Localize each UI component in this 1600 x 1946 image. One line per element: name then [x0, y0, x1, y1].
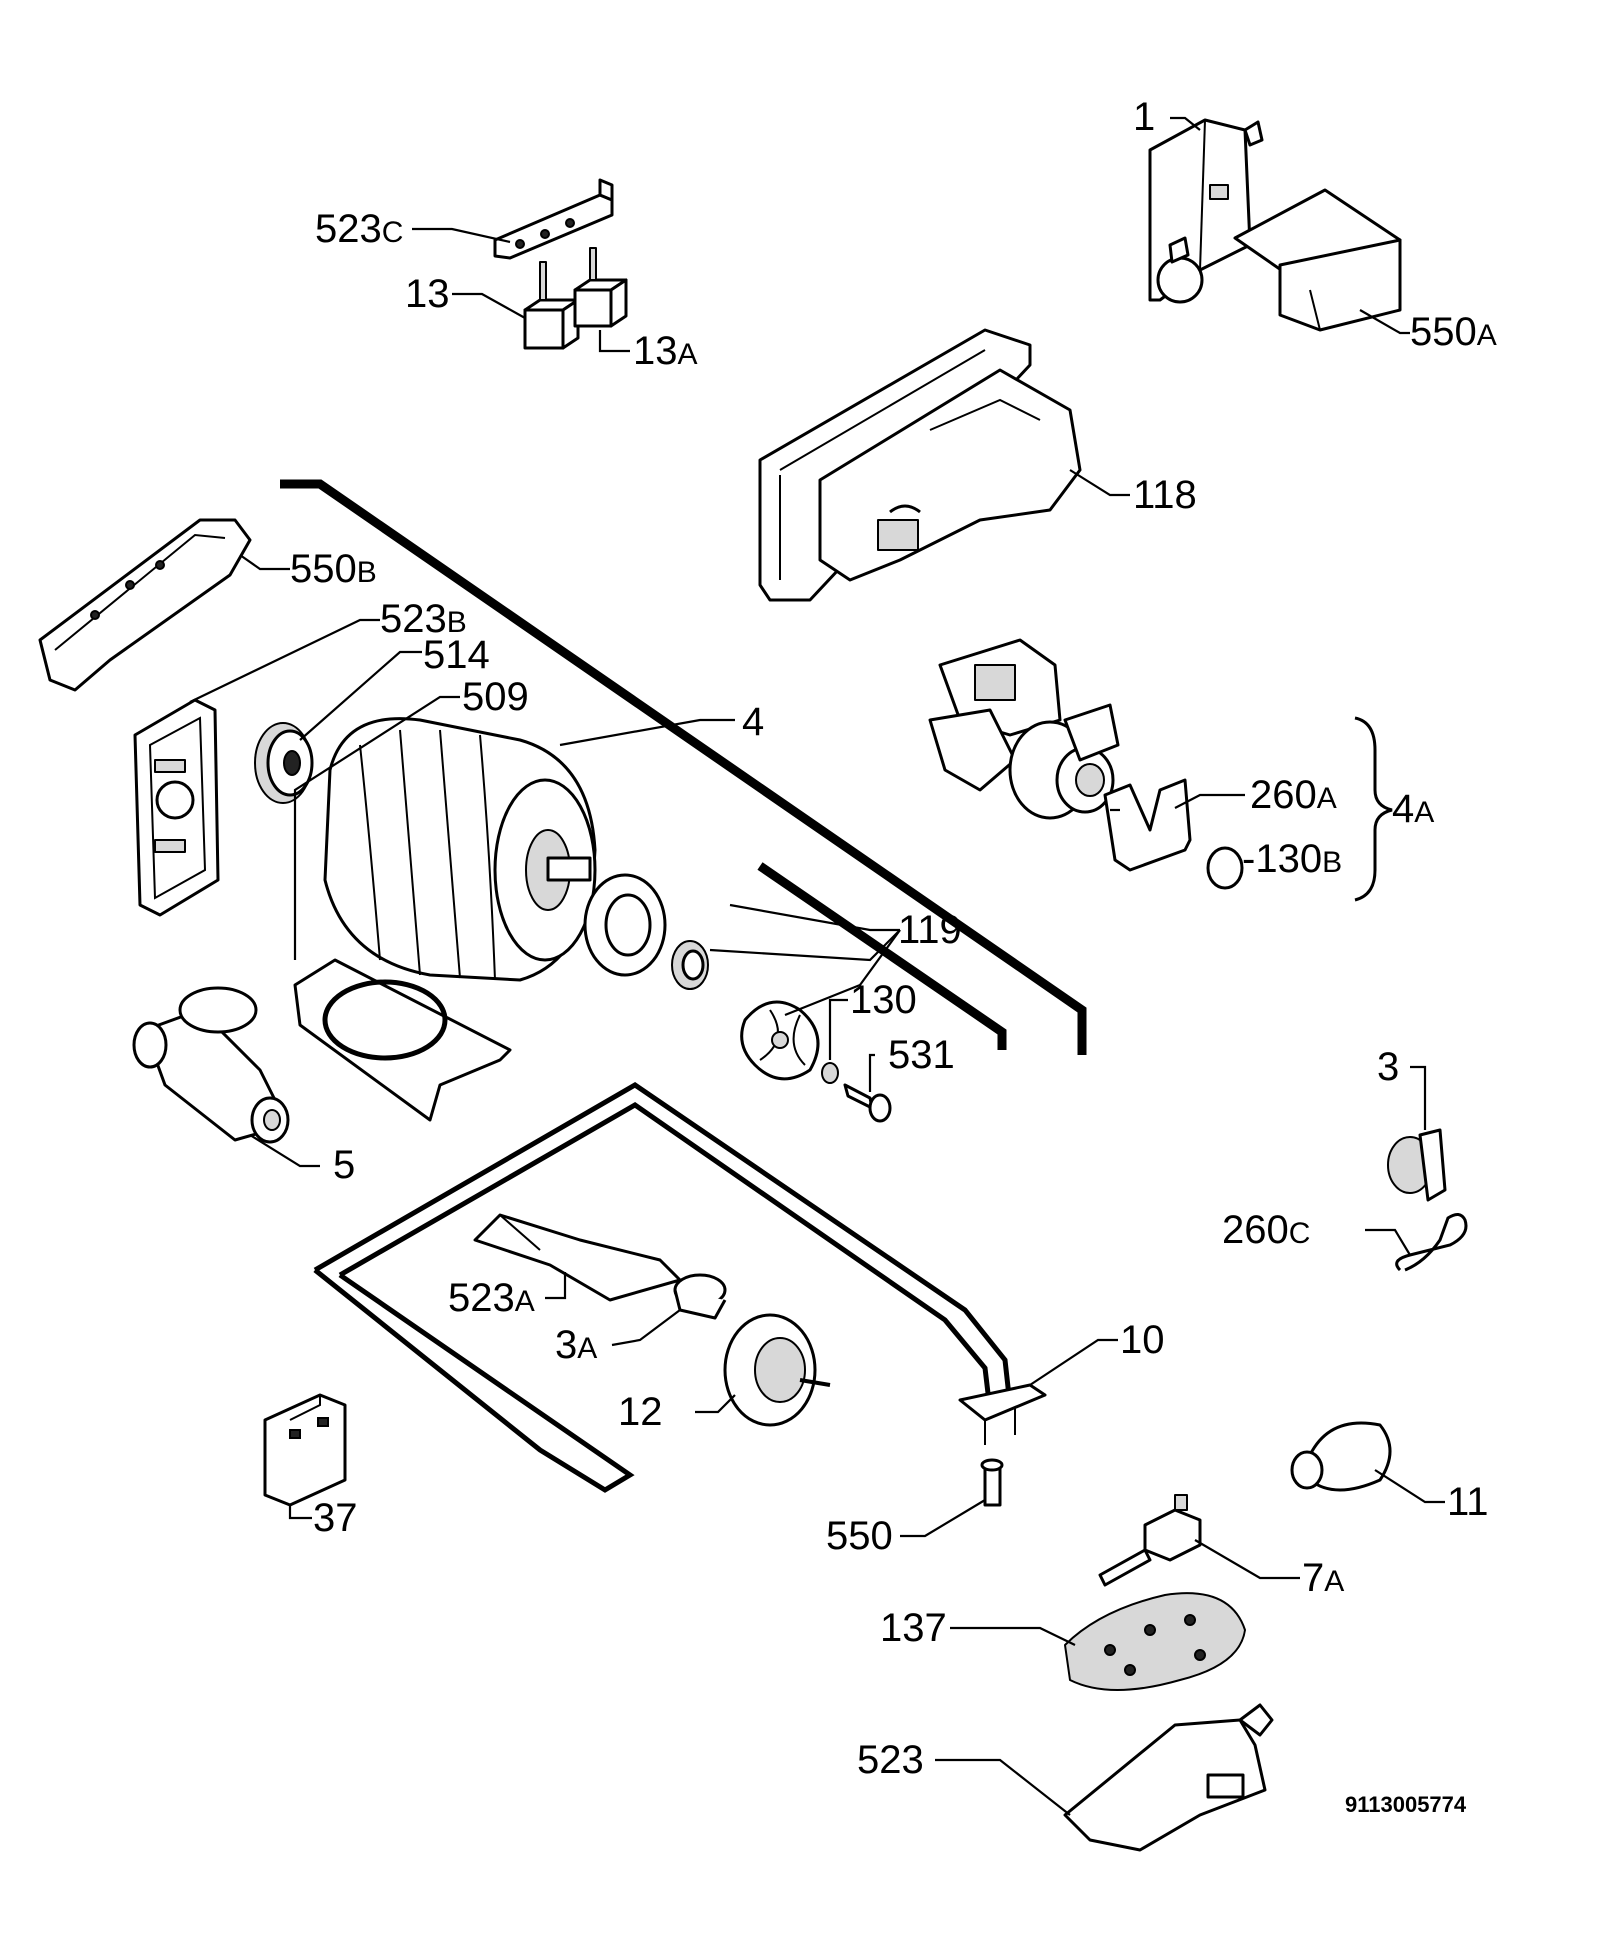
part-550b-cover	[38, 518, 252, 692]
label-4a: 4A	[1392, 787, 1434, 831]
part-7a-switch	[1098, 1494, 1202, 1587]
part-gasket	[293, 958, 512, 1122]
part-13-brushes	[523, 247, 628, 350]
label-550b: 550B	[290, 547, 377, 591]
label-37: 37	[313, 1496, 358, 1540]
label-119: 119	[898, 908, 962, 952]
part-550-fastener	[980, 1458, 1004, 1507]
part-514-bearing	[254, 722, 314, 804]
label-509: 509	[462, 675, 529, 719]
part-1-timer	[1148, 118, 1264, 304]
label-12: 12	[618, 1390, 663, 1434]
part-531-screw	[843, 1083, 892, 1123]
part-523-housing	[1063, 1703, 1274, 1852]
part-119-seal-group	[583, 873, 709, 990]
part-260a-clip	[1103, 778, 1192, 872]
label-3: 3	[1377, 1045, 1399, 1089]
label-11: 11	[1447, 1480, 1489, 1524]
part-4a-pump	[928, 638, 1120, 820]
label-137: 137	[880, 1606, 947, 1650]
label-523: 523	[857, 1738, 924, 1782]
label-523c: 523C	[315, 207, 403, 251]
label-13: 13	[405, 272, 450, 316]
part-5-drain-pump	[132, 986, 290, 1144]
label-130: 130	[850, 978, 917, 1022]
label-523a: 523A	[448, 1276, 535, 1320]
part-12-pressure-switch	[723, 1313, 831, 1427]
part-523b-plate	[133, 698, 220, 917]
label-260a: 260A	[1250, 773, 1337, 817]
brace-4a	[1354, 716, 1393, 902]
part-550a-cover	[1233, 188, 1402, 332]
part-3-sensor	[1387, 1128, 1447, 1202]
part-130-washer	[821, 1062, 839, 1084]
part-523a-bracket	[473, 1213, 682, 1302]
part-11-filter	[1290, 1421, 1392, 1492]
part-119-impeller	[740, 1000, 820, 1081]
label-13a: 13A	[633, 329, 698, 373]
label-550: 550	[826, 1514, 893, 1558]
part-3a-thermostat	[673, 1273, 727, 1320]
label-7a: 7A	[1302, 1556, 1344, 1600]
label-550a: 550A	[1410, 310, 1497, 354]
callout-labels: 1 550A 523C 13 13A 118 550B 523B 514 509…	[290, 95, 1497, 1782]
label-523b: 523B	[380, 597, 467, 641]
part-523c-bracket	[493, 178, 614, 260]
group-brackets	[280, 479, 1087, 1055]
part-118-dispenser	[758, 328, 1082, 602]
label-260c: 260C	[1222, 1208, 1310, 1252]
part-37-capacitor	[263, 1393, 347, 1507]
label-3a: 3A	[555, 1323, 597, 1367]
part-130b-oring	[1206, 846, 1244, 890]
leader-lines	[189, 116, 1445, 1816]
document-number: 9113005774	[1345, 1792, 1467, 1817]
label-514: 514	[423, 633, 490, 677]
label-1: 1	[1133, 95, 1155, 139]
part-260c-clip	[1395, 1213, 1468, 1272]
part-10-heater	[313, 1082, 1047, 1493]
label-10: 10	[1120, 1318, 1165, 1362]
label-130b: -130B	[1242, 837, 1342, 881]
label-5: 5	[333, 1143, 355, 1187]
part-137-foam	[1064, 1592, 1246, 1691]
label-118: 118	[1133, 473, 1197, 517]
label-531: 531	[888, 1033, 955, 1077]
part-509-motor	[323, 717, 597, 982]
label-4: 4	[742, 700, 764, 744]
